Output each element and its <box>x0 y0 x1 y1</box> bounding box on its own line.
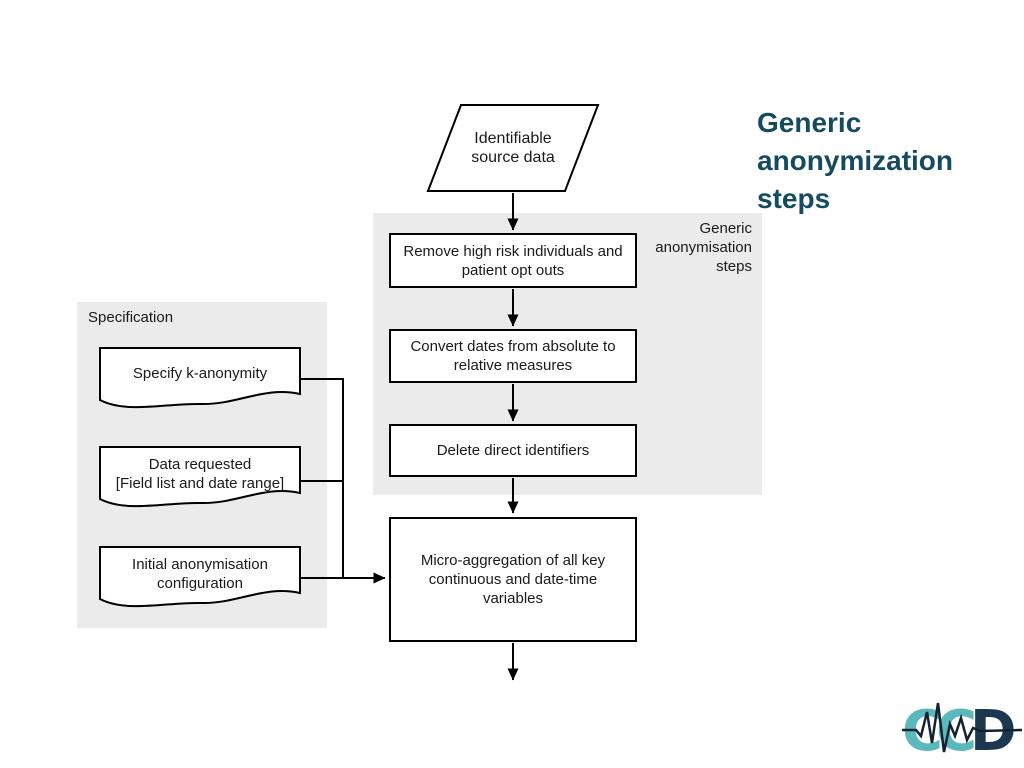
specification-panel-label: Specification <box>88 309 174 326</box>
flow-node-micro-aggregation: Micro-aggregation of all key continuous … <box>389 517 637 642</box>
document-shapes <box>99 347 301 608</box>
flow-node-delete-identifiers: Delete direct identifiers <box>389 424 637 477</box>
doc-node-k-anonymity: Specify k-anonymity <box>132 364 268 382</box>
document-shape <box>99 546 301 608</box>
flow-node-source-data-label: Identifiable source data <box>471 130 555 166</box>
ccd-logo: C C D <box>902 699 1023 762</box>
document-shape <box>99 446 301 508</box>
generic-panel-label: Generic anonymisation steps <box>655 220 752 275</box>
flow-node-convert-dates: Convert dates from absolute to relative … <box>389 329 637 383</box>
doc-node-initial-config: Initial anonymisation configuration <box>132 556 268 592</box>
doc-node-data-requested: Data requested [Field list and date rang… <box>115 456 285 492</box>
flow-node-remove-high-risk: Remove high risk individuals and patient… <box>389 233 637 288</box>
ecg-line-icon <box>902 702 1023 753</box>
document-shape <box>99 347 301 409</box>
source-data-parallelogram <box>426 104 600 192</box>
page-title: Generic anonymization steps <box>757 107 954 214</box>
